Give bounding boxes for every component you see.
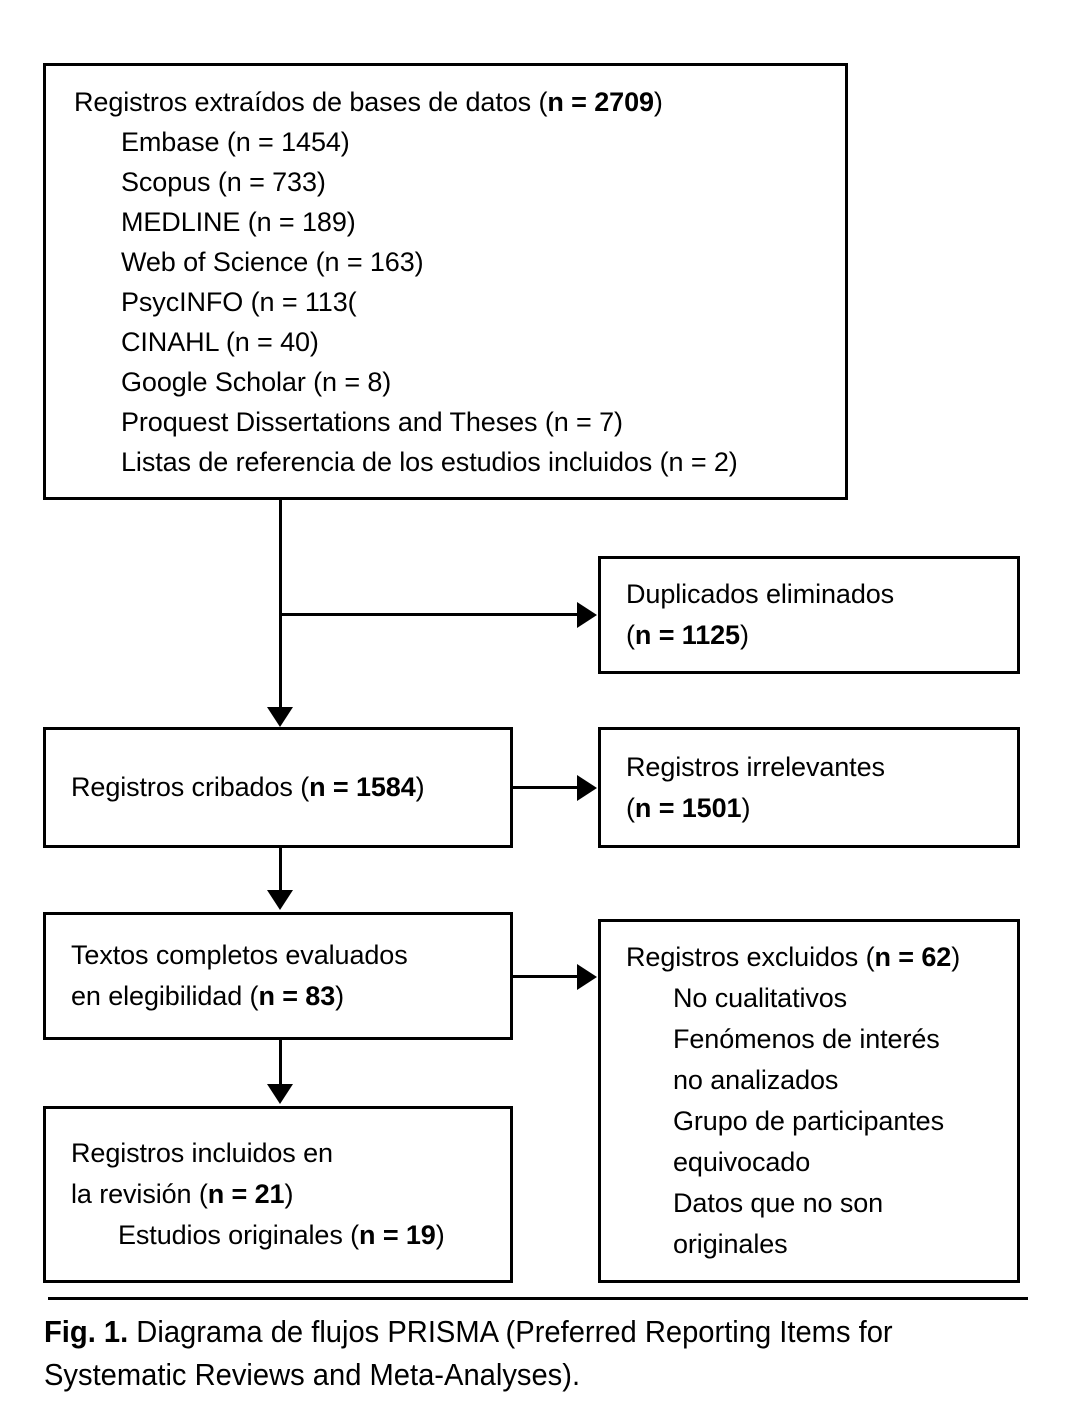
exclusion-reason-phenomena-cont: no analizados: [673, 1065, 839, 1095]
exclusion-reason-participants-cont: equivocado: [673, 1147, 811, 1177]
exclusion-reason-no-qualitative: No cualitativos: [673, 983, 848, 1013]
arrowhead-screened-to-irrelevant: [577, 775, 597, 801]
source-item-proquest: Proquest Dissertations and Theses (n = 7…: [121, 406, 623, 437]
records-screened-count: n = 1584: [309, 772, 416, 802]
original-studies-count: n = 19: [359, 1220, 436, 1250]
records-screened-box: Registros cribados (n = 1584): [43, 727, 513, 848]
source-item-embase: Embase (n = 1454): [121, 126, 350, 157]
duplicates-removed-box: Duplicados eliminados (n = 1125): [598, 556, 1020, 674]
records-irrelevant-box: Registros irrelevantes (n = 1501): [598, 727, 1020, 848]
fulltext-assessed-label: Textos completos evaluados: [71, 940, 408, 970]
records-excluded-box: Registros excluidos (n = 62) No cualitat…: [598, 919, 1020, 1283]
exclusion-reason-non-original: Datos que no son: [673, 1188, 884, 1218]
caption-divider: [48, 1297, 1028, 1300]
connector-fulltext-to-included: [279, 1040, 282, 1086]
records-included-box: Registros incluidos en la revisión (n = …: [43, 1106, 513, 1283]
original-studies-line: Estudios originales (n = 19): [118, 1220, 445, 1250]
records-excluded-title: Registros excluidos (n = 62): [626, 942, 961, 972]
connector-sources-stem: [279, 500, 282, 716]
duplicates-label: Duplicados eliminados: [626, 579, 895, 609]
duplicates-count: n = 1125: [634, 620, 740, 650]
exclusion-reason-phenomena: Fenómenos de interés: [673, 1024, 940, 1054]
figure-caption-label: Fig. 1.: [44, 1314, 129, 1349]
source-item-reference-lists: Listas de referencia de los estudios inc…: [121, 446, 738, 477]
fulltext-assessed-count: n = 83: [258, 981, 336, 1011]
records-included-label: Registros incluidos en: [71, 1138, 333, 1168]
fulltext-assessed-count-line: en elegibilidad (n = 83): [71, 981, 345, 1011]
connector-screened-to-irrelevant: [513, 786, 579, 789]
records-identified-title: Registros extraídos de bases de datos (n…: [74, 86, 663, 117]
duplicates-count-line: (n = 1125): [626, 620, 749, 650]
arrowhead-fulltext-to-excluded: [577, 964, 597, 990]
arrowhead-sources-to-screened: [267, 707, 293, 727]
source-item-web-of-science: Web of Science (n = 163): [121, 246, 424, 277]
records-screened-line: Registros cribados (n = 1584): [71, 772, 425, 802]
figure-caption: Fig. 1. Diagrama de flujos PRISMA (Prefe…: [44, 1310, 984, 1396]
source-item-medline: MEDLINE (n = 189): [121, 206, 356, 237]
fulltext-assessed-box: Textos completos evaluados en elegibilid…: [43, 912, 513, 1040]
source-item-psycinfo: PsycINFO (n = 113(: [121, 286, 357, 317]
arrowhead-sources-to-duplicates: [577, 602, 597, 628]
records-identified-box: Registros extraídos de bases de datos (n…: [43, 63, 848, 500]
connector-sources-to-duplicates: [279, 613, 579, 616]
records-irrelevant-label: Registros irrelevantes: [626, 751, 885, 782]
arrowhead-screened-to-fulltext: [267, 890, 293, 910]
exclusion-reason-non-original-cont: originales: [673, 1229, 788, 1259]
records-included-count-line: la revisión (n = 21): [71, 1179, 294, 1209]
source-item-cinahl: CINAHL (n = 40): [121, 326, 319, 357]
connector-screened-to-fulltext: [279, 848, 282, 892]
records-excluded-count: n = 62: [874, 942, 952, 972]
exclusion-reason-participants: Grupo de participantes: [673, 1106, 944, 1136]
source-item-scopus: Scopus (n = 733): [121, 166, 326, 197]
records-irrelevant-count-line: (n = 1501): [626, 792, 751, 823]
source-item-google-scholar: Google Scholar (n = 8): [121, 366, 392, 397]
figure-caption-text: Diagrama de flujos PRISMA (Preferred Rep…: [44, 1314, 893, 1392]
records-irrelevant-count: n = 1501: [634, 792, 742, 823]
records-identified-count: n = 2709: [547, 86, 654, 117]
records-included-count: n = 21: [207, 1179, 285, 1209]
connector-fulltext-to-excluded: [513, 975, 579, 978]
arrowhead-fulltext-to-included: [267, 1084, 293, 1104]
